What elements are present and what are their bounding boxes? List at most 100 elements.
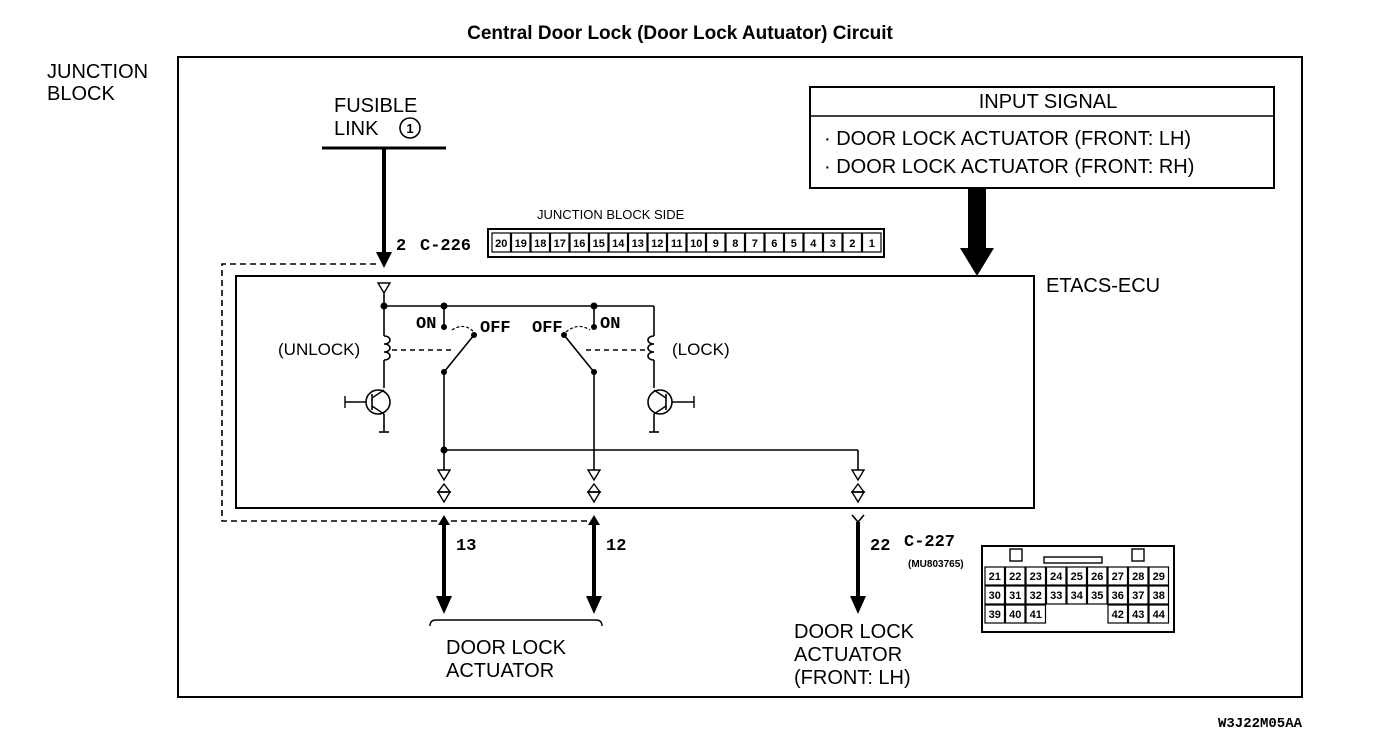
junction-block-label-line2: BLOCK [47,83,115,105]
c226-pin-number: 1 [869,238,875,250]
c227-pin-number: 43 [1132,609,1144,621]
etacs-ecu-label: ETACS-ECU [1046,275,1160,297]
lock-switch-arc [565,325,591,333]
c226-pin-number: 16 [573,238,585,250]
c226-pin-number: 12 [651,238,663,250]
c227-pin-cell [1107,604,1129,624]
c227-pin-number: 32 [1030,590,1042,602]
lock-off-label: OFF [532,319,563,338]
c227-pin-number: 22 [1009,571,1021,583]
c226-pin-cell [491,232,512,253]
c226-pin-number: 15 [593,238,605,250]
unlock-switch-arc [451,325,475,333]
c226-connector-outline [487,228,885,258]
door-lock-actuator-label-line2: ACTUATOR [446,660,554,682]
diagram-title: Central Door Lock (Door Lock Autuator) C… [467,23,893,44]
front-lh-actuator-label-line2: ACTUATOR [794,644,902,666]
front-lh-arrow-down [850,596,866,614]
terminal-12-label: 12 [606,537,626,556]
c226-pin-cell [530,232,551,253]
c227-pin-cell [1107,566,1129,586]
c226-pin-cell [627,232,648,253]
unlock-relay-coil [383,335,391,361]
c227-pin-cell [1148,604,1170,624]
c226-pin-cell [764,232,785,253]
lock-on-label: ON [600,315,620,334]
c226-pin-cell [803,232,824,253]
c226-pin-cell [666,232,687,253]
c227-pin-number: 24 [1050,571,1063,583]
c226-pin-cell [705,232,726,253]
unlock-on-contact [441,324,447,330]
terminal-22-connector [851,514,865,524]
lock-label: (LOCK) [672,340,730,359]
terminal-12-arrow-down [586,596,602,614]
c227-part-number: (MU803765) [908,559,964,570]
terminal-13-symbol [436,469,452,504]
c227-pin-number: 41 [1030,609,1042,621]
c226-pin-number: 5 [791,238,797,250]
c227-pin-number: 38 [1153,590,1165,602]
c227-pin-cell [984,566,1006,586]
c227-pin-cell [1127,566,1149,586]
c227-pin-cell [1025,566,1047,586]
c227-pin-cell [1004,566,1026,586]
c226-pin-number: 13 [632,238,644,250]
c227-pin-cell [1045,585,1067,605]
c227-pin-cell [1004,604,1026,624]
fusible-link-number-circle [399,117,421,139]
c226-pin-number: 18 [534,238,546,250]
c227-pin-number: 31 [1009,590,1021,602]
c226-pin-number: 3 [830,238,836,250]
lock-relay-coil [647,335,655,361]
junction-block-label-line1: JUNCTION [47,61,148,83]
front-lh-actuator-label-line3: (FRONT: LH) [794,667,911,689]
c227-pin-number: 39 [989,609,1001,621]
c226-pin-cell [608,232,629,253]
fusible-link-number: 1 [406,121,413,136]
c227-pin-cell [1127,585,1149,605]
c226-pin-number: 17 [554,238,566,250]
c226-side-label: JUNCTION BLOCK SIDE [537,207,685,222]
unlock-transistor-emitter [371,405,385,415]
figure-code: W3J22M05AA [1218,716,1303,732]
c227-pin-cell [1066,585,1088,605]
c226-pin-number: 8 [732,238,738,250]
input-signal-arrow-head [960,248,994,276]
c227-pin-cell [1025,604,1047,624]
c226-pin-cell [588,232,609,253]
door-lock-actuator-label-line1: DOOR LOCK [446,637,567,659]
c227-pin-cell [984,585,1006,605]
c227-key [1043,556,1103,564]
c227-pin-cell [1086,566,1108,586]
input-signal-item-lh: · DOOR LOCK ACTUATOR (FRONT: LH) [824,128,1191,150]
c226-pin-number: 6 [771,238,777,250]
terminal-22-symbol [850,469,866,504]
etacs-ecu-box [235,275,1035,509]
c226-pin-cell [842,232,863,253]
c227-pin-cell [1148,566,1170,586]
c226-pin-cell [510,232,531,253]
unlock-on-label: ON [416,315,436,334]
c226-pin-cell [549,232,570,253]
c227-pin-number: 35 [1091,590,1103,602]
lock-transistor-collector [653,389,667,399]
c227-latch-left [1009,548,1023,562]
fusible-link-label-line2: LINK [334,118,379,140]
c226-pin-cell [647,232,668,253]
c226-pin-cell [861,232,882,253]
unlock-transistor-collector [371,389,385,399]
lock-switch-blade [563,334,595,373]
c226-pin-number: 14 [612,238,625,250]
terminal-13-label: 13 [456,537,476,556]
c226-pin-number: 11 [671,238,683,250]
c227-pin-number: 23 [1030,571,1042,583]
door-lock-actuator-brace [429,619,603,627]
c226-pin-cell [569,232,590,253]
c227-pin-cell [1127,604,1149,624]
c227-connector-outline [981,545,1175,633]
terminal-13-arrow-down [436,596,452,614]
